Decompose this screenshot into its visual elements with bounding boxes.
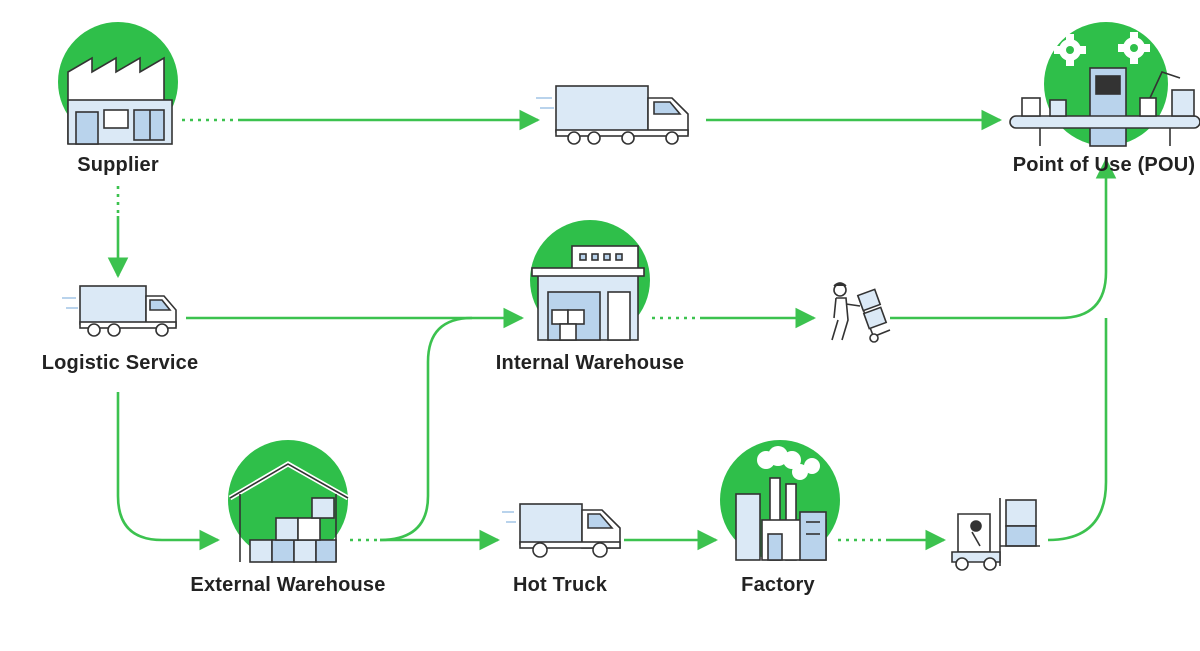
van-icon [502, 503, 621, 558]
hand-truck-worker-icon [831, 282, 891, 343]
factory-smokestack-icon [720, 440, 840, 561]
factory-icon [58, 22, 178, 145]
arrow-handcart-to-pou [890, 157, 1117, 320]
supplier-label: Supplier [77, 154, 159, 176]
internal-warehouse-label: Internal Warehouse [495, 352, 685, 374]
gear-icon [1118, 32, 1150, 64]
arrow-external-to-internal [379, 316, 473, 542]
warehouse-icon [530, 220, 650, 341]
production-line-icon [1009, 22, 1200, 147]
gear-icon [1054, 34, 1086, 66]
forklift-icon [951, 498, 1040, 571]
arrow-forklift-to-pou [1047, 318, 1108, 542]
arrow-logistic-to-external [116, 392, 221, 551]
delivery-truck-icon [536, 85, 689, 145]
storage-shed-icon [228, 440, 350, 563]
external-warehouse-label: External Warehouse [190, 574, 386, 596]
factory-label: Factory [741, 574, 815, 596]
delivery-truck-icon [62, 285, 177, 337]
logistic-service-label: Logistic Service [41, 352, 199, 374]
hot-truck-label: Hot Truck [512, 574, 608, 596]
pou-label: Point of Use (POU) [1012, 154, 1196, 176]
